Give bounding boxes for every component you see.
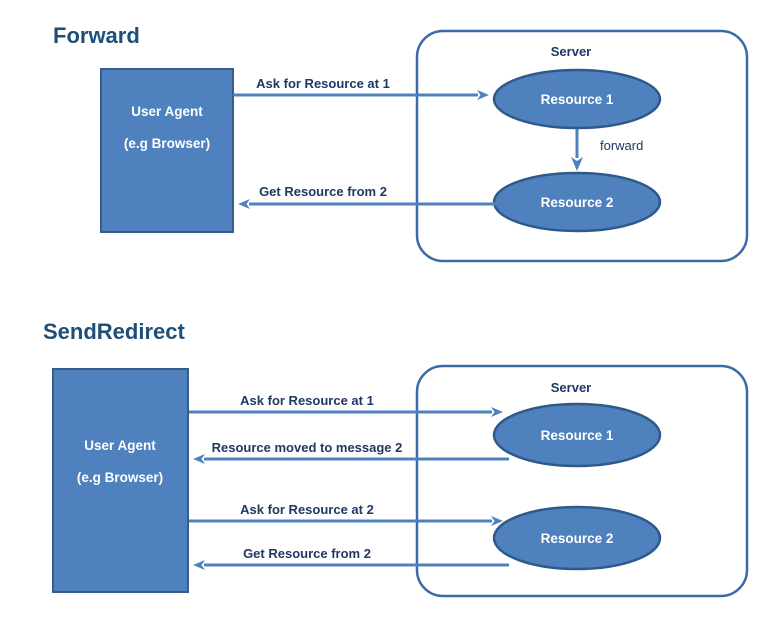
section-title-forward: Forward	[53, 23, 140, 48]
resource-2-node-sendredirect: Resource 2	[492, 505, 662, 571]
server-boundary	[415, 364, 749, 598]
message-sendredirect-0: Ask for Resource at 1	[189, 393, 503, 417]
message-forward-1: Get Resource from 2	[238, 184, 498, 209]
resource-2-label: Resource 2	[541, 531, 614, 546]
message-label-0: Ask for Resource at 1	[256, 76, 390, 91]
server-frame-forward: Server	[415, 29, 749, 263]
resource-2-node-forward: Resource 2	[492, 171, 662, 233]
server-label: Server	[551, 380, 591, 395]
user-agent-rect	[100, 68, 234, 233]
resource-2-label: Resource 2	[541, 195, 614, 210]
resource-2-ellipse	[492, 505, 662, 571]
message-sendredirect-2: Ask for Resource at 2	[189, 502, 503, 526]
section-sendredirect: SendRedirect User Agent (e.g Browser) Se…	[43, 319, 749, 598]
message-sendredirect-1: Resource moved to message 2	[193, 440, 509, 464]
resource-1-node-forward: Resource 1	[492, 68, 662, 130]
message-sendredirect-3: Get Resource from 2	[193, 546, 509, 570]
user-agent-rect	[52, 368, 189, 593]
resource-1-node-sendredirect: Resource 1	[492, 402, 662, 468]
message-forward-0: Ask for Resource at 1	[233, 76, 489, 100]
user-agent-label-line1: User Agent	[84, 438, 156, 453]
user-agent-label-line1: User Agent	[131, 104, 203, 119]
resource-1-label: Resource 1	[541, 92, 614, 107]
server-label: Server	[551, 44, 591, 59]
user-agent-box-sendredirect: User Agent (e.g Browser)	[52, 368, 189, 593]
resource-2-ellipse	[492, 171, 662, 233]
resource-1-ellipse	[492, 68, 662, 130]
forward-arrow-label: forward	[600, 138, 643, 153]
message-label-3: Get Resource from 2	[243, 546, 371, 561]
message-label-1: Get Resource from 2	[259, 184, 387, 199]
server-frame-sendredirect: Server	[415, 364, 749, 598]
message-label-2: Ask for Resource at 2	[240, 502, 374, 517]
section-forward: Forward User Agent (e.g Browser) Server …	[53, 23, 749, 263]
message-line-1	[238, 199, 498, 209]
forward-internal-arrow: forward	[571, 129, 643, 171]
message-label-1: Resource moved to message 2	[212, 440, 403, 455]
message-label-0: Ask for Resource at 1	[240, 393, 374, 408]
user-agent-label-line2: (e.g Browser)	[124, 136, 210, 151]
resource-1-ellipse	[492, 402, 662, 468]
section-title-sendredirect: SendRedirect	[43, 319, 185, 344]
server-boundary	[415, 29, 749, 263]
user-agent-box-forward: User Agent (e.g Browser)	[100, 68, 234, 233]
resource-1-label: Resource 1	[541, 428, 614, 443]
user-agent-label-line2: (e.g Browser)	[77, 470, 163, 485]
